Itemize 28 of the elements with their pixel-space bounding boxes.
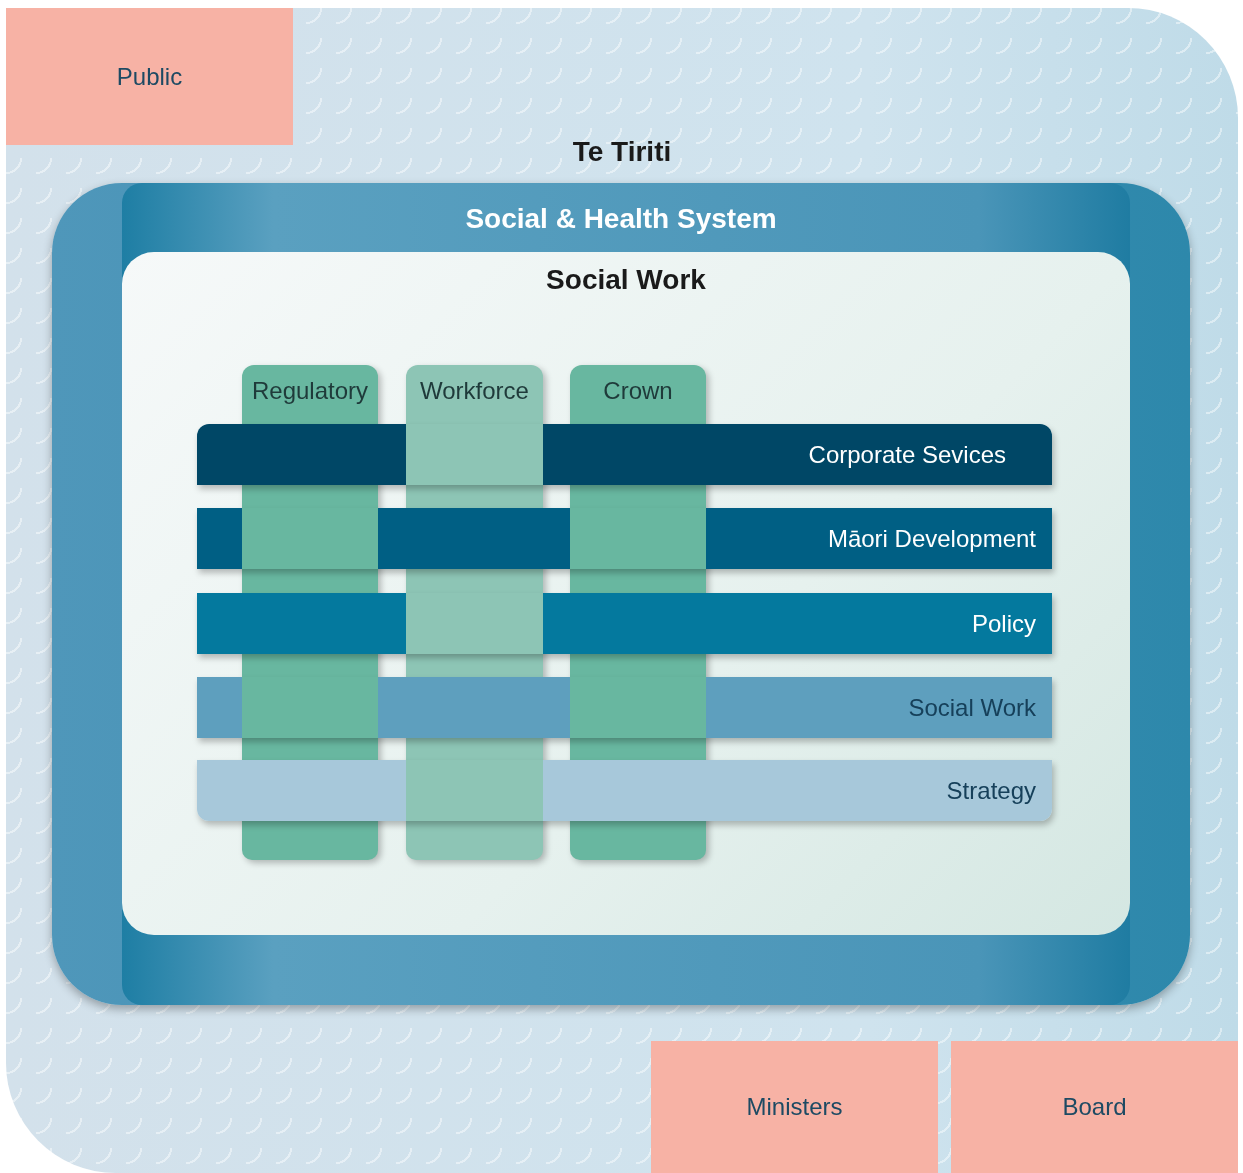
vertical-pillar (570, 365, 706, 860)
bar-label: Corporate Sevices (808, 440, 1006, 469)
bar-label: Policy (971, 609, 1036, 638)
bar-label: Social Work (908, 693, 1036, 722)
horizontal-bar (197, 424, 1052, 485)
bar-label: Strategy (946, 776, 1036, 805)
horizontal-bar (197, 760, 1052, 821)
pillar-label: Regulatory (250, 377, 370, 405)
panel-heading: Social Work (545, 264, 707, 296)
inner-panel (122, 252, 1130, 935)
stakeholder-box (951, 1041, 1238, 1173)
system-frame (52, 183, 1190, 1005)
stakeholder-box (651, 1041, 938, 1173)
panel-heading: Te Tiriti (571, 136, 673, 168)
panel-heading: Social & Health System (464, 203, 778, 235)
vertical-pillar (406, 365, 543, 860)
patterned-background (6, 8, 1238, 1173)
horizontal-bar (197, 677, 1052, 738)
pillar-label: Workforce (419, 377, 530, 405)
box-label: Ministers (745, 1093, 844, 1121)
horizontal-bar (197, 593, 1052, 654)
pillar-label: Crown (602, 377, 674, 405)
horizontal-bar (197, 508, 1052, 569)
stakeholder-box (6, 8, 293, 145)
vertical-pillar (242, 365, 378, 860)
box-label: Public (115, 62, 184, 91)
bar-label: Māori Development (827, 524, 1036, 553)
box-label: Board (1061, 1093, 1128, 1121)
